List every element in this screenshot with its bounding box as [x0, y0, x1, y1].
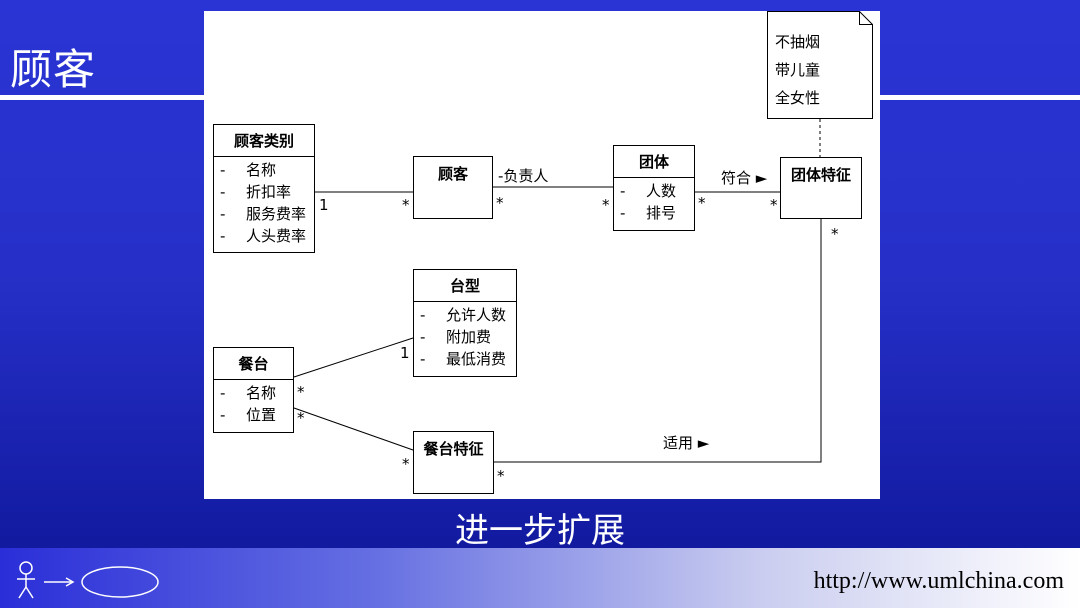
line-table-tabletype — [293, 337, 414, 378]
class-name: 顾客 — [437, 165, 468, 183]
class-attribute: 最低消费 — [414, 348, 516, 370]
class-group-feature: 团体特征 — [780, 157, 862, 219]
class-table: 餐台 名称 位置 — [213, 347, 294, 433]
class-customer: 顾客 — [413, 156, 493, 219]
class-attribute: 名称 — [214, 159, 314, 181]
class-attribute: 排号 — [614, 202, 694, 224]
line-tablefeature-groupfeature — [494, 219, 822, 463]
role-label: -负责人 — [498, 167, 549, 185]
class-attribute: 名称 — [214, 382, 293, 404]
class-name: 顾客类别 — [233, 132, 294, 150]
class-attributes: 人数 排号 — [614, 177, 694, 227]
multiplicity-label: 1 — [400, 344, 410, 362]
umlchina-logo-icon — [17, 561, 159, 599]
class-attribute: 人头费率 — [214, 225, 314, 247]
footer-url[interactable]: http://www.umlchina.com — [813, 568, 1064, 594]
class-attributes: 名称 位置 — [214, 379, 293, 429]
class-name: 团体 — [638, 153, 669, 171]
multiplicity-label: * — [402, 196, 410, 214]
line-table-tablefeature — [293, 407, 414, 451]
multiplicity-label: * — [602, 196, 610, 214]
multiplicity-label: * — [402, 455, 410, 473]
class-table-feature: 餐台特征 — [413, 431, 494, 494]
class-name: 团体特征 — [790, 166, 851, 184]
multiplicity-label: * — [770, 196, 778, 214]
multiplicity-label: * — [698, 194, 706, 212]
class-table-type: 台型 允许人数 附加费 最低消费 — [413, 269, 517, 377]
class-attributes: 名称 折扣率 服务费率 人头费率 — [214, 156, 314, 250]
class-attribute: 服务费率 — [214, 203, 314, 225]
note-fold — [859, 11, 873, 25]
multiplicity-label: * — [297, 409, 305, 427]
class-customer-category: 顾客类别 名称 折扣率 服务费率 人头费率 — [213, 124, 315, 253]
slide-title: 顾客 — [10, 45, 97, 94]
class-attribute: 位置 — [214, 404, 293, 426]
multiplicity-label: * — [496, 194, 504, 212]
uml-class-diagram: 不抽烟 带儿童 全女性 顾客类别 名称 折扣率 服务费率 人头费率 顾客 团体 … — [204, 11, 880, 499]
multiplicity-label: * — [497, 467, 505, 485]
multiplicity-label: 1 — [319, 196, 329, 214]
slide-caption: 进一步扩展 — [455, 511, 625, 551]
class-attributes: 允许人数 附加费 最低消费 — [414, 301, 516, 373]
class-name: 台型 — [449, 277, 480, 295]
association-label: 符合 ► — [721, 169, 768, 187]
class-attribute: 折扣率 — [214, 181, 314, 203]
multiplicity-label: * — [831, 225, 839, 243]
association-lines — [293, 11, 873, 463]
footer-bar: http://www.umlchina.com — [0, 548, 1080, 608]
note-line: 全女性 — [775, 89, 821, 107]
note-line: 带儿童 — [775, 61, 821, 79]
constraint-note: 不抽烟 带儿童 全女性 — [767, 11, 873, 119]
association-label: 适用 ► — [663, 434, 710, 452]
class-name: 餐台特征 — [423, 440, 484, 458]
class-attribute: 允许人数 — [414, 304, 516, 326]
class-group: 团体 人数 排号 — [613, 145, 695, 231]
class-attribute: 附加费 — [414, 326, 516, 348]
multiplicity-label: * — [297, 383, 305, 401]
class-name: 餐台 — [238, 355, 269, 373]
note-shape — [767, 11, 873, 119]
class-attribute: 人数 — [614, 180, 694, 202]
note-line: 不抽烟 — [775, 33, 821, 51]
